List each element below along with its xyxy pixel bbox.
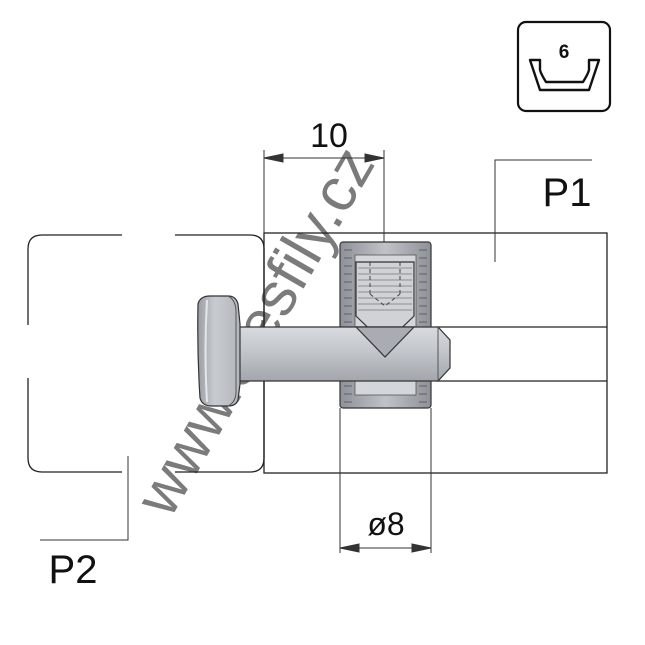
label-p1: P1 [543,171,592,215]
dimension-diameter [339,408,432,553]
connector-assembly [197,241,451,409]
dimension-offset [263,150,385,243]
label-p2: P2 [49,548,98,592]
groove-size-badge: 6 [516,20,612,113]
dimension-offset-value: 10 [310,117,348,155]
set-screw [355,261,415,345]
leader-lines [40,159,592,541]
dimension-diameter-value: ø8 [367,506,404,542]
t-slot-bolt-head [197,295,241,407]
groove-size-number: 6 [559,42,570,63]
bolt-shank [235,320,451,382]
t-slot-groove-icon [528,58,601,92]
